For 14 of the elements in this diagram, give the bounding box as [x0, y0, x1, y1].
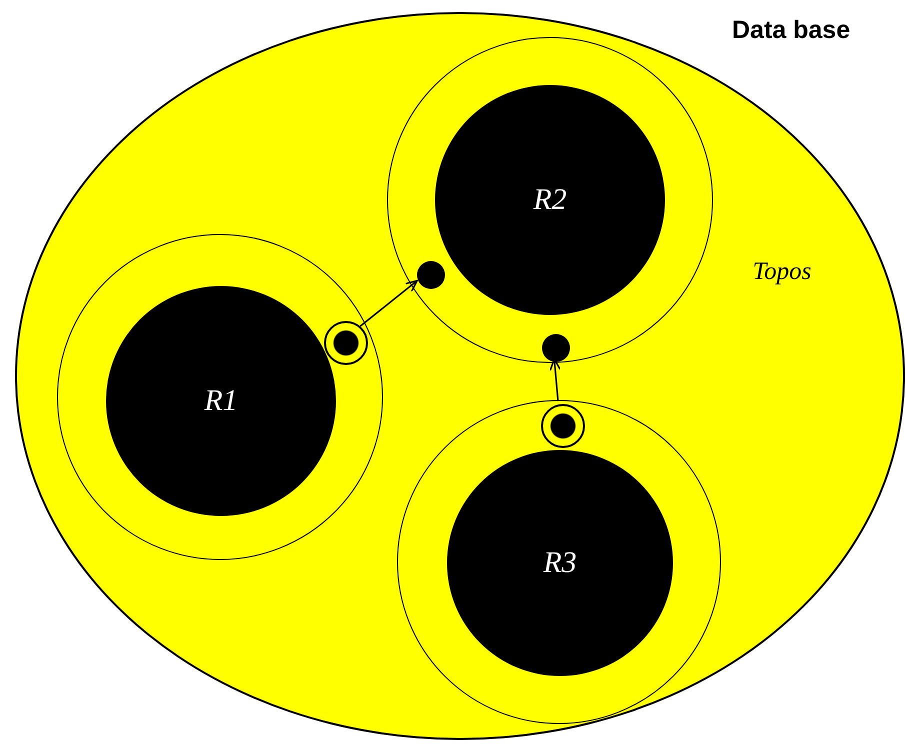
boundary-circle [57, 234, 383, 560]
region-label: R2 [533, 183, 567, 217]
diagram-title: Data base [732, 16, 850, 45]
region-label: Topos [752, 258, 812, 286]
region-label: R1 [204, 384, 238, 418]
point-dot [542, 334, 570, 362]
region-label: R3 [543, 546, 577, 580]
ringed-point-dot [541, 404, 585, 448]
arrow [549, 358, 562, 402]
boundary-circle [397, 400, 721, 724]
arrow [360, 280, 418, 327]
boundary-circle [387, 37, 713, 363]
point-dot [417, 261, 445, 289]
ringed-point-dot [324, 321, 368, 365]
